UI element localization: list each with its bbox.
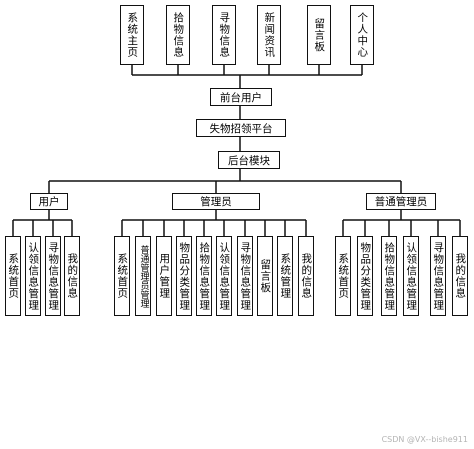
function-box: 寻物信息管理 <box>237 236 253 316</box>
function-box: 系统首页 <box>114 236 130 316</box>
front-user-box: 前台用户 <box>210 88 272 106</box>
backend-box: 后台模块 <box>218 151 280 169</box>
function-box: 留言板 <box>257 236 273 316</box>
function-box: 物品分类管理 <box>357 236 373 316</box>
top-module-box: 新闻资讯 <box>257 5 281 65</box>
function-box: 拾物信息管理 <box>381 236 397 316</box>
platform-box: 失物招领平台 <box>196 119 286 137</box>
role-box: 用户 <box>30 193 68 210</box>
top-module-box: 个人中心 <box>350 5 374 65</box>
function-box: 寻物信息管理 <box>45 236 61 316</box>
function-box: 我的信息 <box>64 236 80 316</box>
function-box: 认领信息管理 <box>25 236 41 316</box>
top-module-box: 拾物信息 <box>166 5 190 65</box>
function-box: 寻物信息管理 <box>430 236 446 316</box>
function-box: 认领信息管理 <box>403 236 419 316</box>
function-box: 系统管理 <box>277 236 293 316</box>
function-box: 系统首页 <box>5 236 21 316</box>
top-module-box: 寻物信息 <box>212 5 236 65</box>
function-box: 拾物信息管理 <box>196 236 212 316</box>
function-box: 系统首页 <box>335 236 351 316</box>
top-module-box: 系统主页 <box>120 5 144 65</box>
role-box: 管理员 <box>172 193 260 210</box>
role-box: 普通管理员 <box>366 193 436 210</box>
function-box: 我的信息 <box>298 236 314 316</box>
function-box: 普通管理员管理 <box>135 236 151 316</box>
function-box: 认领信息管理 <box>216 236 232 316</box>
function-box: 用户管理 <box>156 236 172 316</box>
function-box: 我的信息 <box>452 236 468 316</box>
watermark: CSDN @VX--bishe911 <box>381 435 468 444</box>
function-box: 物品分类管理 <box>176 236 192 316</box>
top-module-box: 留言板 <box>307 5 331 65</box>
